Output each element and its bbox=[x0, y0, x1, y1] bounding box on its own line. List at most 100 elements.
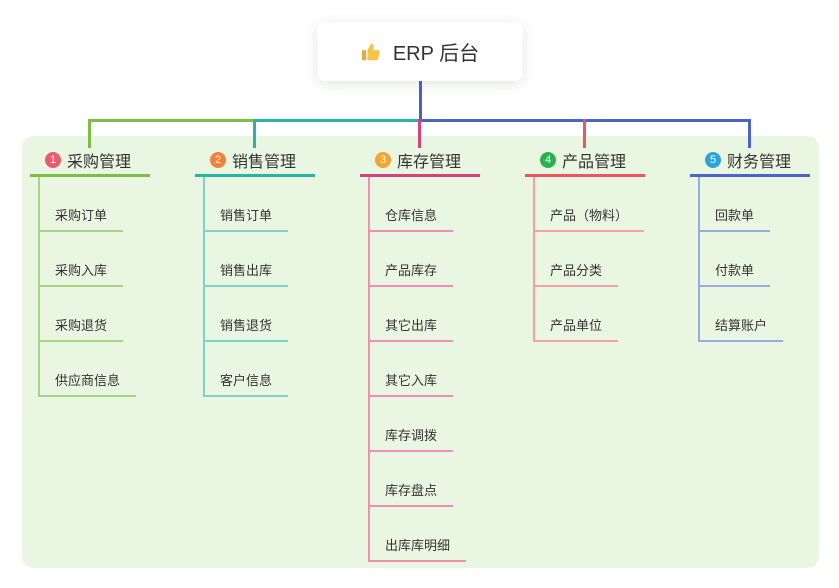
child-row: 仓库信息 bbox=[368, 177, 480, 232]
child-row: 库存盘点 bbox=[368, 452, 480, 507]
child-node-finance-2[interactable]: 结算账户 bbox=[698, 315, 784, 342]
child-node-label: 采购退货 bbox=[55, 318, 108, 333]
drop-line-finance bbox=[748, 119, 751, 148]
branch-label: 财务管理 bbox=[727, 154, 792, 171]
bus-line-purchase bbox=[88, 119, 253, 122]
branch-label: 采购管理 bbox=[67, 154, 132, 171]
child-node-label: 库存调拨 bbox=[385, 428, 438, 443]
branch-node-finance[interactable]: 5 财务管理 bbox=[690, 146, 810, 177]
child-node-sales-2[interactable]: 销售退货 bbox=[203, 315, 289, 342]
child-row: 产品单位 bbox=[533, 287, 645, 342]
branch-children-group: 销售订单销售出库销售退货客户信息 bbox=[203, 177, 315, 397]
branch-label: 库存管理 bbox=[397, 154, 462, 171]
branch-label: 产品管理 bbox=[562, 154, 627, 171]
child-node-inventory-1[interactable]: 产品库存 bbox=[368, 260, 454, 287]
child-row: 采购入库 bbox=[38, 232, 150, 287]
child-node-product-0[interactable]: 产品（物料） bbox=[533, 205, 645, 232]
branch-children-group: 采购订单采购入库采购退货供应商信息 bbox=[38, 177, 150, 397]
branch-children-group: 回款单付款单结算账户 bbox=[698, 177, 810, 342]
children-connector-line bbox=[203, 177, 205, 397]
branch-label: 销售管理 bbox=[232, 154, 297, 171]
child-node-label: 产品分类 bbox=[550, 263, 603, 278]
child-row: 销售退货 bbox=[203, 287, 315, 342]
child-node-purchase-3[interactable]: 供应商信息 bbox=[38, 370, 137, 397]
child-node-label: 产品库存 bbox=[385, 263, 438, 278]
drop-line-product bbox=[583, 119, 586, 148]
child-row: 采购退货 bbox=[38, 287, 150, 342]
child-row: 付款单 bbox=[698, 232, 810, 287]
child-row: 产品库存 bbox=[368, 232, 480, 287]
child-row: 产品分类 bbox=[533, 232, 645, 287]
children-connector-line bbox=[533, 177, 535, 342]
child-row: 客户信息 bbox=[203, 342, 315, 397]
child-node-sales-0[interactable]: 销售订单 bbox=[203, 205, 289, 232]
branch-number-badge: 3 bbox=[375, 152, 391, 168]
branches-background-panel bbox=[22, 136, 819, 568]
child-node-finance-0[interactable]: 回款单 bbox=[698, 205, 771, 232]
branch-number-badge: 4 bbox=[540, 152, 556, 168]
child-node-label: 销售订单 bbox=[220, 208, 273, 223]
child-node-inventory-2[interactable]: 其它出库 bbox=[368, 315, 454, 342]
child-row: 供应商信息 bbox=[38, 342, 150, 397]
child-node-label: 回款单 bbox=[715, 208, 755, 223]
child-node-inventory-5[interactable]: 库存盘点 bbox=[368, 480, 454, 507]
child-node-purchase-2[interactable]: 采购退货 bbox=[38, 315, 124, 342]
child-row: 结算账户 bbox=[698, 287, 810, 342]
child-node-product-1[interactable]: 产品分类 bbox=[533, 260, 619, 287]
branch-purchase-management: 1 采购管理采购订单采购入库采购退货供应商信息 bbox=[30, 146, 150, 397]
drop-line-sales bbox=[253, 119, 256, 148]
branch-sales-management: 2 销售管理销售订单销售出库销售退货客户信息 bbox=[195, 146, 315, 397]
child-row: 销售出库 bbox=[203, 232, 315, 287]
root-node-label: ERP 后台 bbox=[392, 43, 480, 65]
child-node-label: 付款单 bbox=[715, 263, 755, 278]
child-node-inventory-6[interactable]: 出库库明细 bbox=[368, 535, 467, 562]
branch-children-group: 仓库信息产品库存其它出库其它入库库存调拨库存盘点出库库明细 bbox=[368, 177, 480, 562]
child-row: 产品（物料） bbox=[533, 177, 645, 232]
child-row: 其它出库 bbox=[368, 287, 480, 342]
children-connector-line bbox=[38, 177, 40, 397]
child-node-inventory-3[interactable]: 其它入库 bbox=[368, 370, 454, 397]
bus-line-sales bbox=[253, 119, 418, 122]
child-row: 库存调拨 bbox=[368, 397, 480, 452]
branch-node-inventory[interactable]: 3 库存管理 bbox=[360, 146, 480, 177]
child-row: 其它入库 bbox=[368, 342, 480, 397]
child-row: 采购订单 bbox=[38, 177, 150, 232]
thumbs-up-icon bbox=[361, 41, 383, 63]
branch-node-purchase[interactable]: 1 采购管理 bbox=[30, 146, 150, 177]
branch-node-product[interactable]: 4 产品管理 bbox=[525, 146, 645, 177]
child-node-label: 出库库明细 bbox=[385, 538, 451, 553]
branch-inventory-management: 3 库存管理仓库信息产品库存其它出库其它入库库存调拨库存盘点出库库明细 bbox=[360, 146, 480, 562]
child-row: 出库库明细 bbox=[368, 507, 480, 562]
child-node-inventory-4[interactable]: 库存调拨 bbox=[368, 425, 454, 452]
child-node-sales-1[interactable]: 销售出库 bbox=[203, 260, 289, 287]
branch-number-badge: 1 bbox=[45, 152, 61, 168]
child-node-finance-1[interactable]: 付款单 bbox=[698, 260, 771, 287]
child-node-label: 产品单位 bbox=[550, 318, 603, 333]
branch-product-management: 4 产品管理产品（物料） 产品分类产品单位 bbox=[525, 146, 645, 342]
branch-number-badge: 5 bbox=[705, 152, 721, 168]
child-node-label: 结算账户 bbox=[715, 318, 768, 333]
child-node-purchase-0[interactable]: 采购订单 bbox=[38, 205, 124, 232]
child-node-label: 销售退货 bbox=[220, 318, 273, 333]
child-node-label: 其它出库 bbox=[385, 318, 438, 333]
child-node-label: 采购入库 bbox=[55, 263, 108, 278]
children-connector-line bbox=[368, 177, 370, 562]
child-node-sales-3[interactable]: 客户信息 bbox=[203, 370, 289, 397]
child-node-purchase-1[interactable]: 采购入库 bbox=[38, 260, 124, 287]
child-node-label: 采购订单 bbox=[55, 208, 108, 223]
child-node-label: 仓库信息 bbox=[385, 208, 438, 223]
child-node-inventory-0[interactable]: 仓库信息 bbox=[368, 205, 454, 232]
child-node-label: 销售出库 bbox=[220, 263, 273, 278]
children-connector-line bbox=[698, 177, 700, 342]
child-node-product-2[interactable]: 产品单位 bbox=[533, 315, 619, 342]
branch-node-sales[interactable]: 2 销售管理 bbox=[195, 146, 315, 177]
child-node-label: 其它入库 bbox=[385, 373, 438, 388]
child-node-label: 库存盘点 bbox=[385, 483, 438, 498]
branch-number-badge: 2 bbox=[210, 152, 226, 168]
child-row: 销售订单 bbox=[203, 177, 315, 232]
drop-line-purchase bbox=[88, 119, 91, 148]
child-row: 回款单 bbox=[698, 177, 810, 232]
child-node-label: 客户信息 bbox=[220, 373, 273, 388]
root-node-erp-backend[interactable]: ERP 后台 bbox=[317, 22, 523, 81]
